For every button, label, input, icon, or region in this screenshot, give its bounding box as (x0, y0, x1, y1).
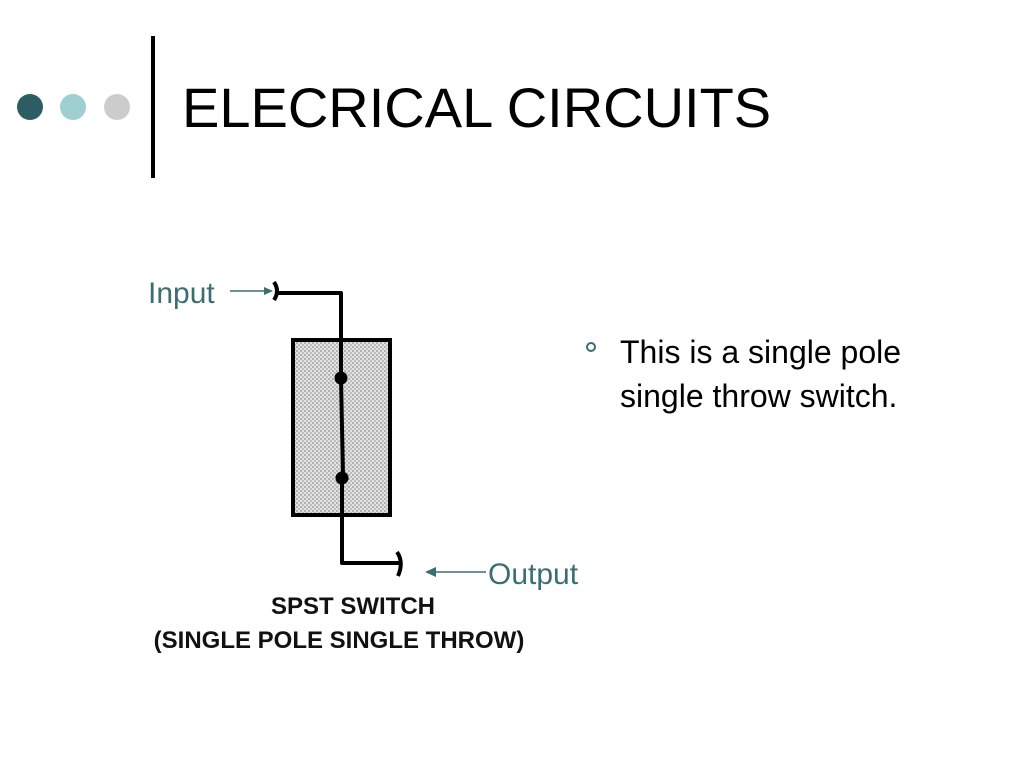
decor-dot-gray (104, 94, 130, 120)
decor-dot-teal (60, 94, 86, 120)
diagram-caption-line2: (SINGLE POLE SINGLE THROW) (154, 627, 525, 654)
bullet-text: This is a single pole single throw switc… (620, 334, 902, 414)
switch-blade (339, 377, 345, 478)
switch-contact-bottom (335, 471, 349, 485)
output-label: Output (488, 558, 579, 591)
diagram-caption-line1: SPST SWITCH (271, 593, 435, 620)
output-terminal (340, 515, 403, 577)
input-terminal (272, 280, 343, 340)
slide-title: ELECRICAL CIRCUITS (182, 76, 772, 139)
output-arrow-head (425, 567, 436, 577)
bullet-marker (586, 342, 596, 352)
input-label: Input (148, 277, 215, 310)
title-divider (151, 36, 155, 178)
spst-switch-diagram: Input Output SPST SWITCH (SINGLE POLE SI… (148, 277, 579, 654)
input-arrow-head (264, 287, 273, 295)
decor-dot-dark (17, 94, 43, 120)
